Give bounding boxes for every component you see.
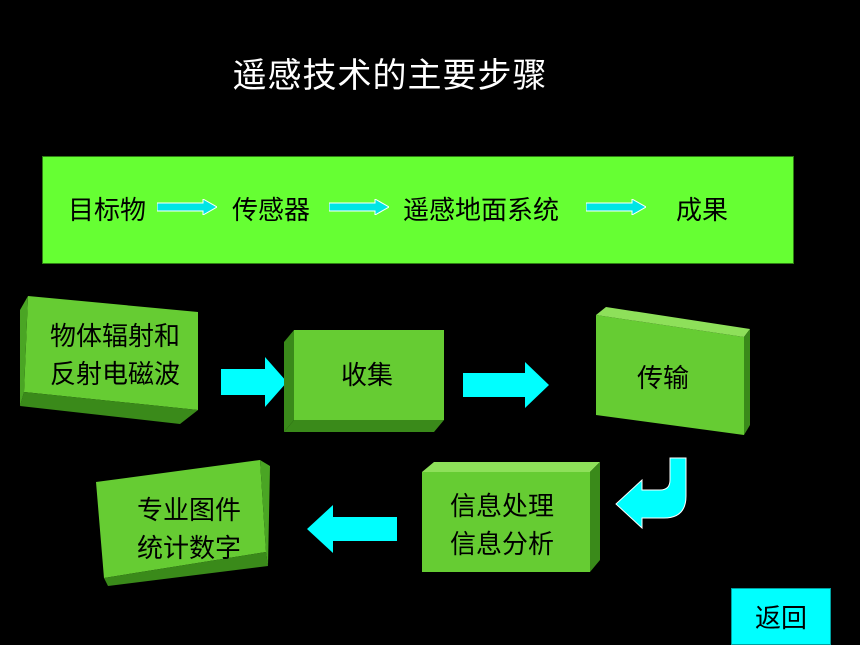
banner-item-target: 目标物 [68,196,147,226]
flow-arrow-3 [307,505,397,553]
block-products [96,460,270,586]
block-emission [20,296,198,424]
flow-arrow-curved [615,457,687,530]
block-emission-line-1: 物体辐射和 [50,322,181,352]
block-processing [422,462,600,572]
block-transmit [596,307,750,435]
flow-arrow-2 [463,362,549,408]
block-products-line-1: 专业图件 [137,496,242,526]
block-collect-label: 收集 [341,361,394,391]
banner-item-ground-system: 遥感地面系统 [403,196,560,226]
block-processing-line-1: 信息处理 [450,492,555,522]
block-collect [284,330,444,432]
back-button[interactable]: 返回 [731,588,831,645]
flow-arrow-1 [221,357,287,407]
banner-arrow-1 [157,199,217,215]
banner-arrow-3 [586,199,646,215]
banner-item-result: 成果 [676,196,729,226]
banner-item-sensor: 传感器 [232,196,311,226]
block-products-line-2: 统计数字 [137,534,242,564]
block-emission-line-2: 反射电磁波 [50,360,181,390]
page-title: 遥感技术的主要步骤 [232,56,548,96]
block-processing-line-2: 信息分析 [450,530,555,560]
banner-arrow-2 [329,199,389,215]
block-transmit-label: 传输 [637,364,690,394]
